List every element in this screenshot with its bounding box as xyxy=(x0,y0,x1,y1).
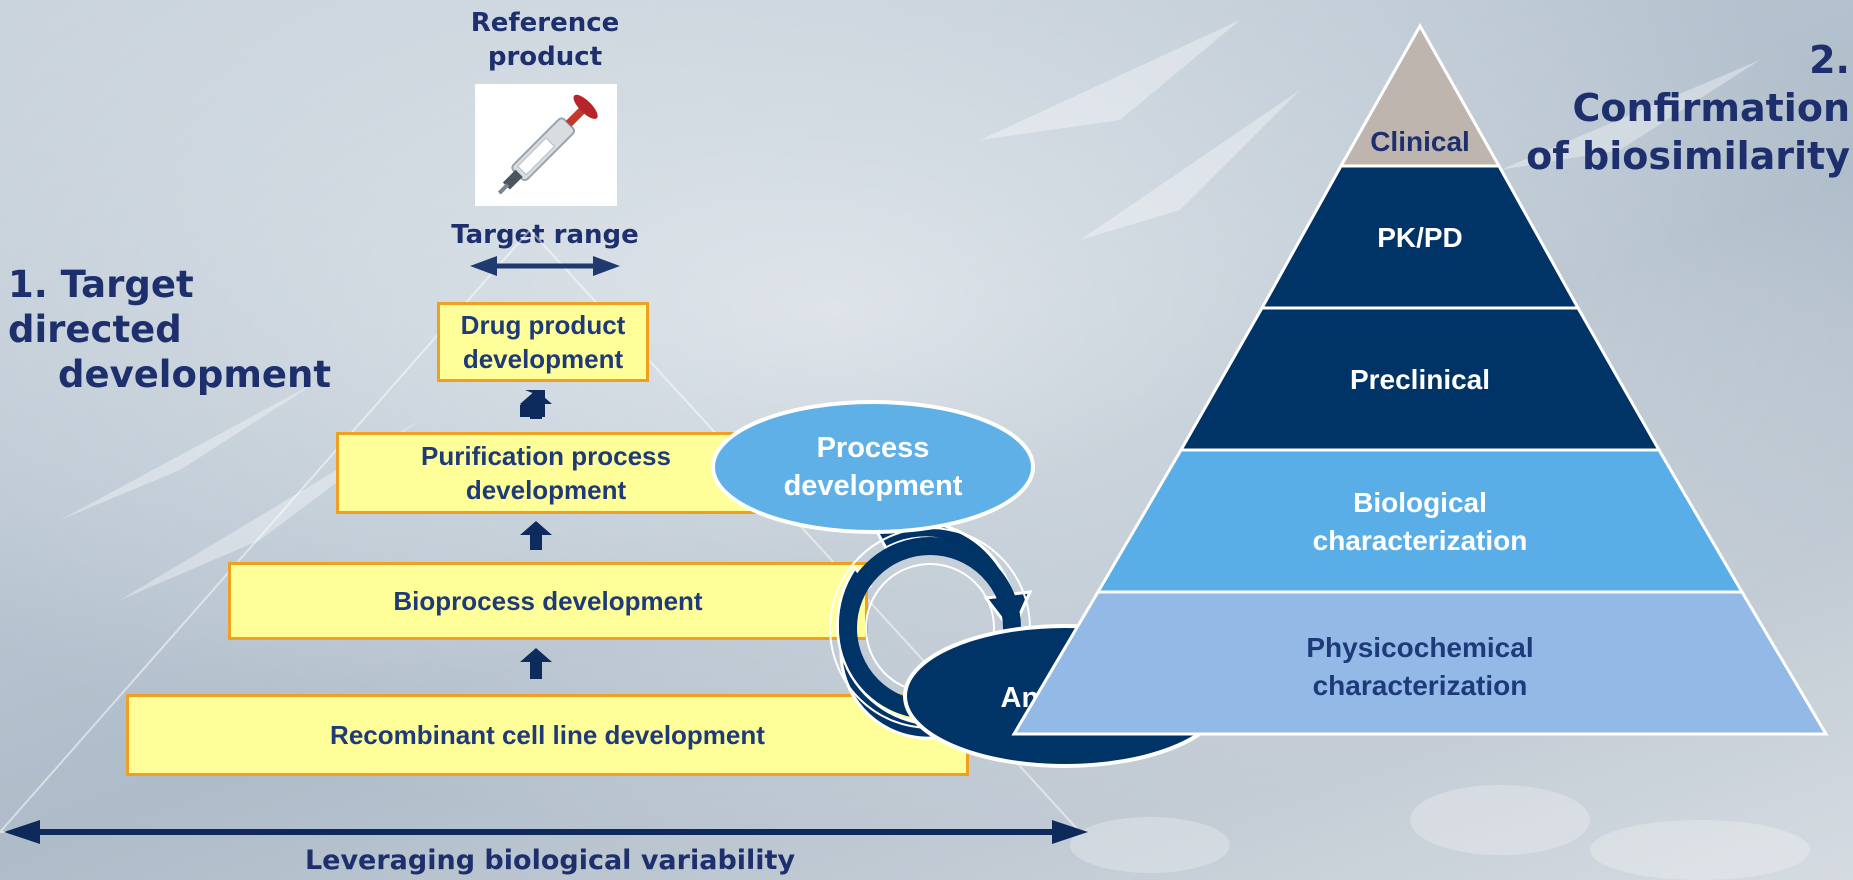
bioprocess-development-box: Bioprocess development xyxy=(228,562,868,640)
preclinical-label: Preclinical xyxy=(1349,364,1491,395)
purification-line1: Purification process xyxy=(421,441,671,471)
variability-label: Leveraging biological variability xyxy=(304,845,796,876)
up-arrow-icon xyxy=(520,390,552,419)
confirmation-line1: 2. Confirmation xyxy=(1572,38,1850,130)
target-directed-heading: 1. Target directed development xyxy=(8,262,378,397)
pkpd-label: PK/PD xyxy=(1377,222,1463,253)
reference-line1: Reference xyxy=(470,8,620,38)
reference-product-label: Reference product xyxy=(440,6,650,74)
reference-line2: product xyxy=(487,42,603,72)
target-directed-line2: development xyxy=(58,353,332,396)
drug-product-development-box: Drug product development xyxy=(437,302,649,382)
drug-product-line2: development xyxy=(462,344,624,374)
biological-line2: characterization xyxy=(1312,525,1528,556)
target-range-arrow xyxy=(470,256,620,276)
variability-arrow xyxy=(4,820,1088,844)
process-development-label: Process development xyxy=(733,429,1013,505)
biological-label: Biological characterization xyxy=(1240,482,1600,562)
cell-line-development-box: Recombinant cell line development xyxy=(126,694,969,776)
drug-product-line1: Drug product xyxy=(460,310,626,340)
purification-process-development-box: Purification process development xyxy=(336,432,756,514)
physicochemical-label: Physicochemical characterization xyxy=(1220,627,1620,707)
target-directed-line1: 1. Target directed xyxy=(8,263,194,351)
physicochemical-line2: characterization xyxy=(1312,670,1528,701)
physicochemical-line1: Physicochemical xyxy=(1306,632,1534,663)
process-development-ellipse xyxy=(711,400,1035,534)
clinical-label: Clinical xyxy=(1370,126,1470,157)
confirmation-line2: of biosimilarity xyxy=(1526,134,1850,178)
cell-line-label: Recombinant cell line development xyxy=(330,720,765,750)
pyramid-tier-physicochemical xyxy=(1011,590,1829,736)
reference-product-image xyxy=(475,84,617,206)
biological-line1: Biological xyxy=(1353,487,1487,518)
purification-line2: development xyxy=(465,475,627,505)
up-arrow-icon xyxy=(520,521,552,550)
process-line1: Process xyxy=(816,432,930,464)
bioprocess-label: Bioprocess development xyxy=(393,586,703,616)
syringe-icon xyxy=(497,94,598,195)
process-line2: development xyxy=(783,470,963,502)
up-arrow-icon xyxy=(520,648,552,679)
confirmation-heading: 2. Confirmation of biosimilarity xyxy=(1520,36,1850,180)
